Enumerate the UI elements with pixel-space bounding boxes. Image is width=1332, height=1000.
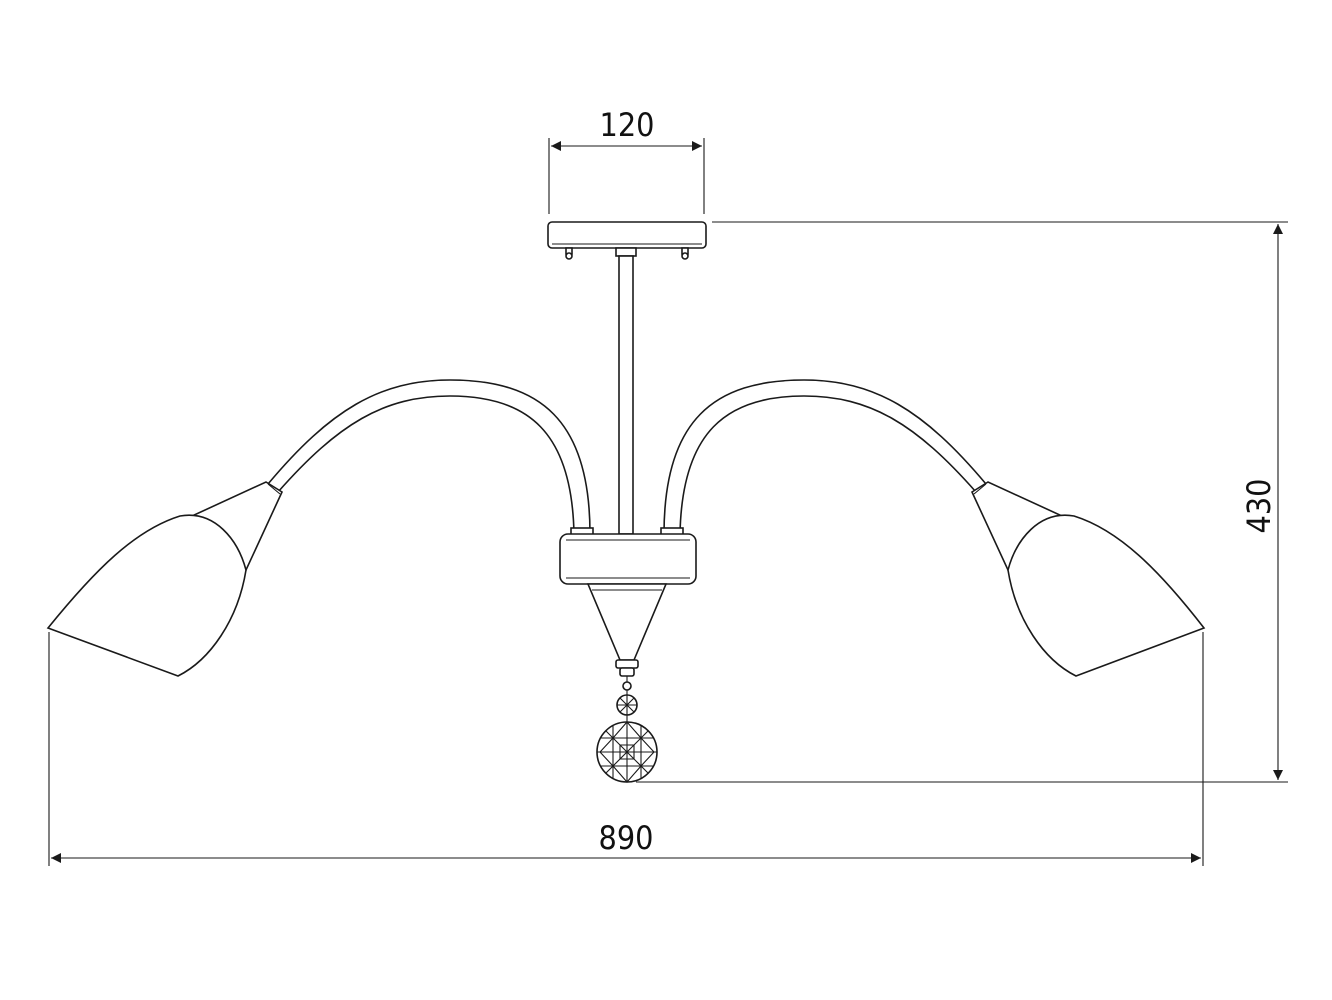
crystal-ball-facets (597, 721, 657, 783)
canopy-width-label: 120 (600, 106, 655, 144)
hub-cylinder (559, 533, 697, 585)
left-shade-joint (267, 483, 281, 495)
dimension-total-width: 890 (48, 632, 1204, 866)
right-shade-glass (1007, 514, 1206, 677)
dimension-canopy-width: 120 (548, 106, 705, 214)
right-arm (660, 379, 987, 537)
left-arm (267, 379, 594, 537)
crystal-pendant (596, 676, 658, 783)
right-shade (970, 481, 1206, 677)
left-shade-glass (46, 514, 247, 677)
pendant-link (622, 681, 632, 691)
dimension-total-height: 430 (636, 221, 1288, 783)
canopy-screw-head-right (681, 252, 689, 260)
cone-finial (586, 583, 668, 677)
hub-body (559, 533, 697, 585)
right-arm-inner (679, 395, 977, 535)
right-shade-joint (973, 483, 987, 495)
rod (618, 255, 634, 535)
total-height-label: 430 (1240, 479, 1278, 534)
left-arm-inner (277, 395, 575, 535)
right-arm-outer (663, 379, 987, 535)
cone (586, 583, 668, 661)
left-shade (46, 481, 284, 677)
central-rod (615, 247, 637, 535)
rod-collar (615, 247, 637, 257)
small-crystal-facets (617, 695, 637, 715)
left-arm-outer (267, 379, 591, 535)
cone-cap (615, 659, 639, 669)
cone-hook (619, 667, 635, 677)
total-width-label: 890 (599, 819, 654, 857)
canopy-screw-head-left (565, 252, 573, 260)
